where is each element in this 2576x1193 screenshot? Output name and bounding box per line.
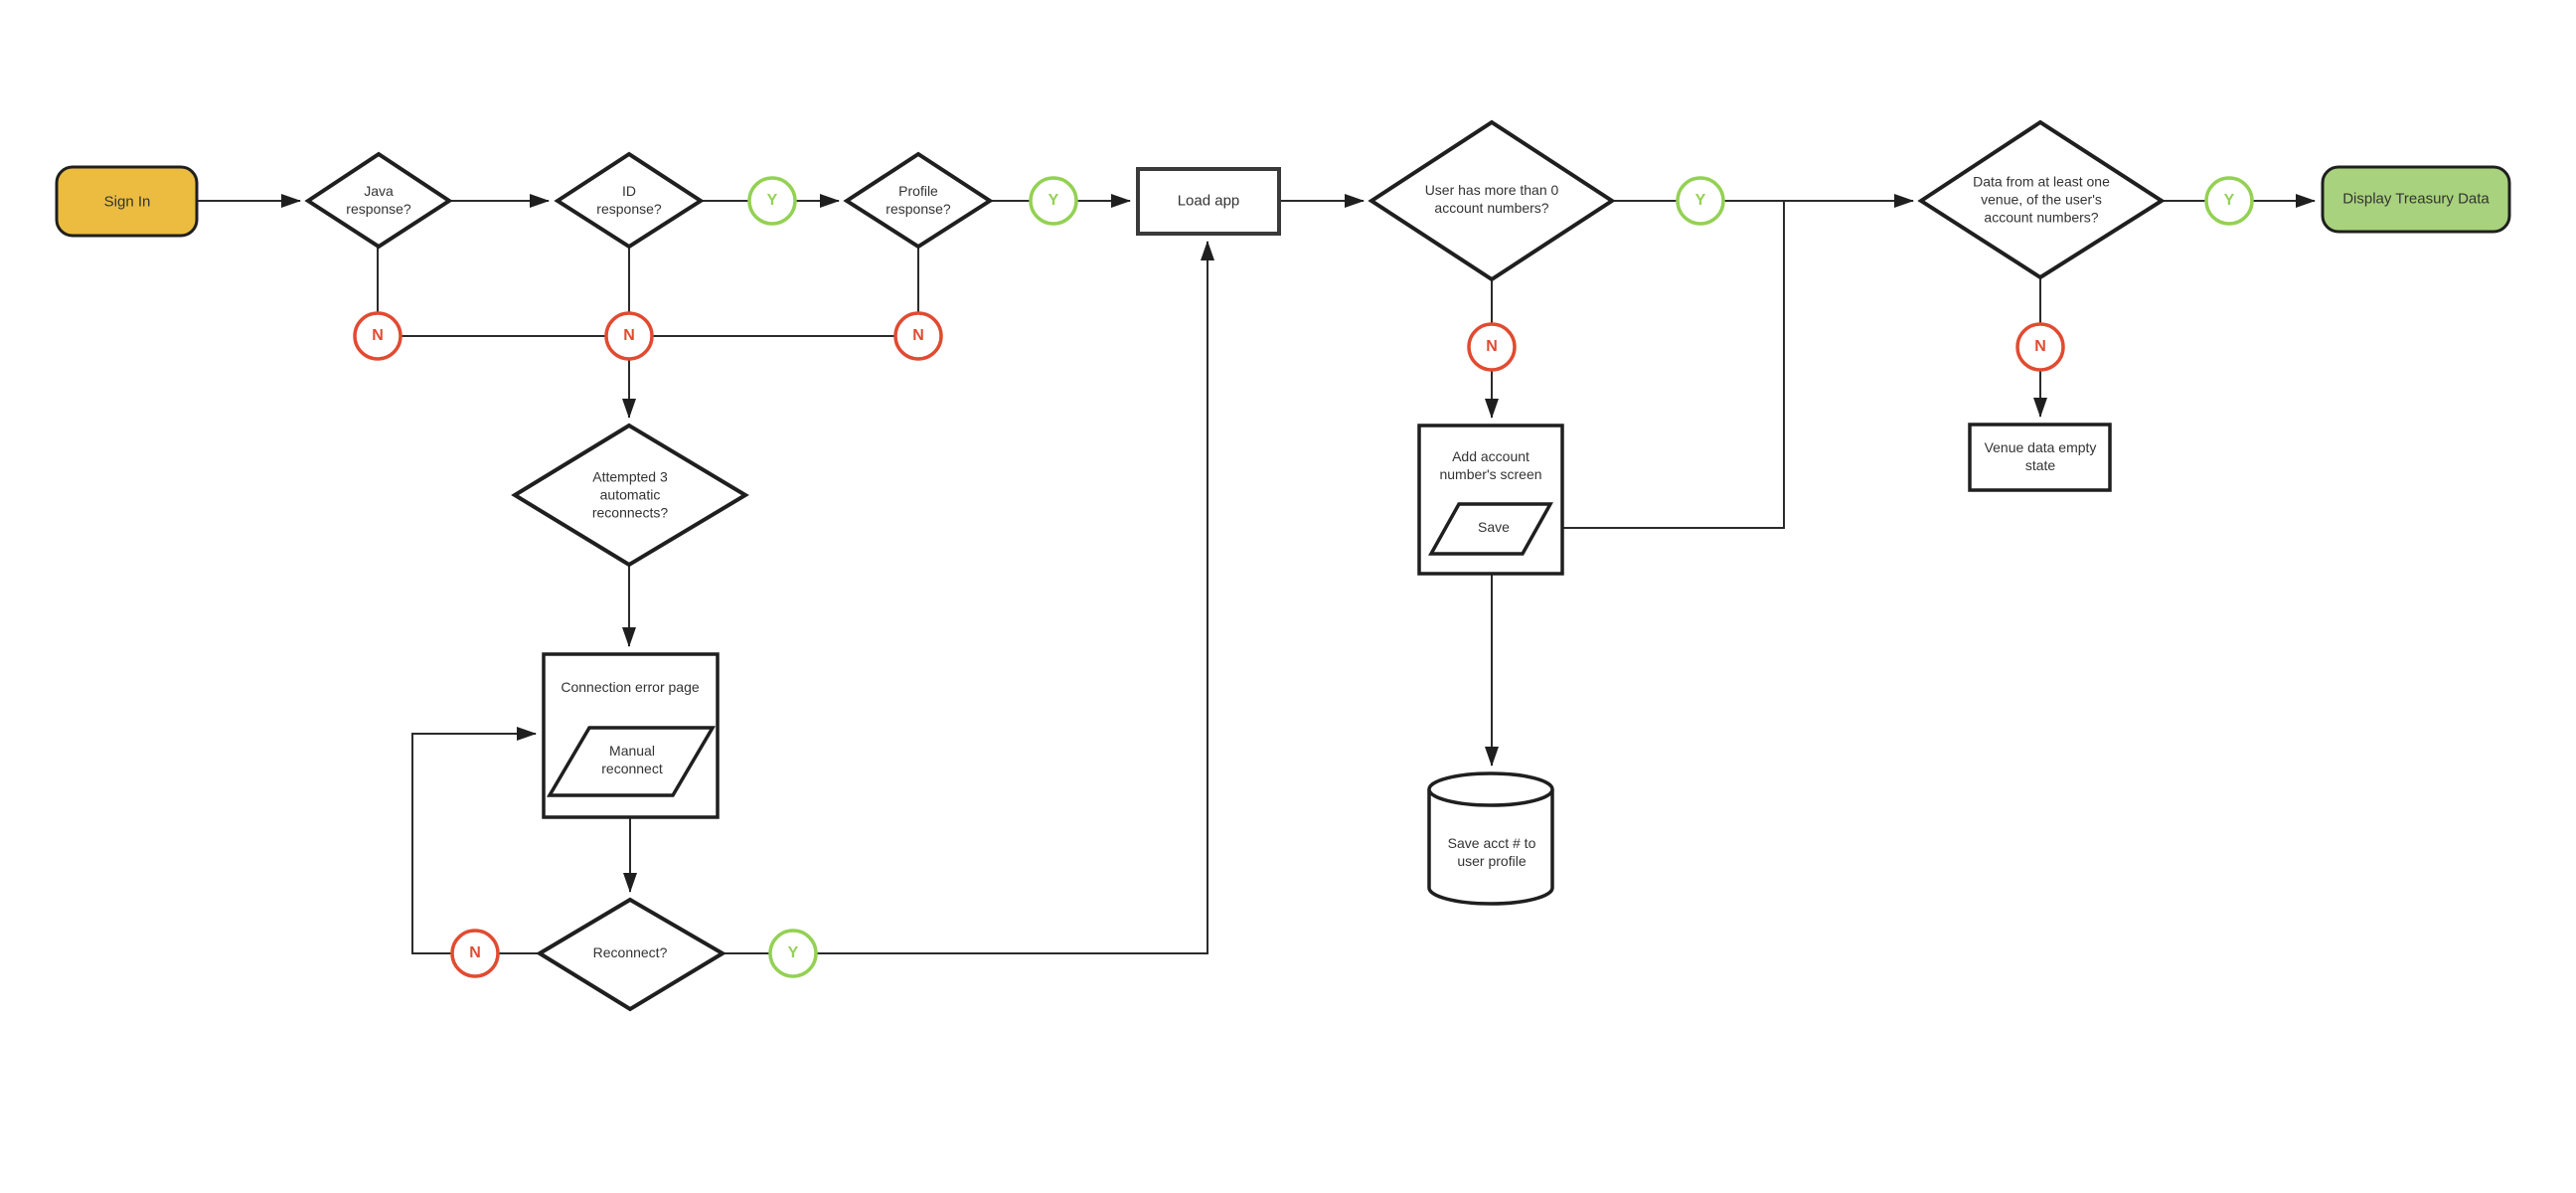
manual-reconnect-parallelogram — [546, 726, 717, 797]
no-circle — [604, 311, 654, 361]
no-circle — [893, 311, 943, 361]
no-badge: N — [623, 327, 635, 344]
id-response-label: ID response? — [596, 182, 662, 217]
yes-circle — [2204, 176, 2254, 226]
venue-empty-label: Venue data empty state — [1984, 438, 2097, 473]
profile-response-diamond — [843, 151, 994, 250]
venue-empty-node — [1968, 423, 2112, 492]
yes-circle — [1676, 176, 1725, 226]
display-treasury-node — [2321, 165, 2511, 234]
display-treasury-label: Display Treasury Data — [2342, 190, 2490, 208]
no-badge: N — [469, 944, 481, 961]
no-circle — [353, 311, 402, 361]
id-response-diamond — [554, 151, 705, 250]
data-venue-diamond — [1917, 119, 2166, 280]
no-circle — [2015, 322, 2065, 372]
edge-yes-loop-loadapp — [816, 241, 1214, 954]
add-account-label: Add account number's screen — [1439, 447, 1542, 482]
yes-badge: Y — [766, 192, 778, 209]
java-response-diamond — [304, 151, 453, 250]
java-response-label: Java response? — [346, 182, 411, 217]
reconnect-diamond — [536, 897, 726, 1012]
no-circle — [1467, 322, 1517, 372]
yes-badge: Y — [787, 944, 799, 961]
no-badge: N — [2034, 338, 2046, 355]
yes-circle — [1029, 176, 1078, 226]
sign-in-node — [55, 165, 199, 238]
connection-error-label: Connection error page — [561, 678, 700, 695]
no-badge: N — [1486, 338, 1498, 355]
no-circle — [450, 929, 500, 978]
yes-badge: Y — [1047, 192, 1059, 209]
profile-response-label: Profile response? — [886, 182, 951, 217]
save-label: Save — [1478, 518, 1510, 535]
sign-in-label: Sign In — [103, 193, 151, 211]
save-parallelogram — [1428, 502, 1553, 556]
edge-no-loop-connerror — [411, 727, 537, 954]
edge-save-flowline — [1536, 202, 1785, 529]
database-cylinder-top — [1427, 771, 1554, 807]
yes-badge: Y — [1694, 192, 1706, 209]
yes-circle — [768, 929, 818, 978]
no-badge: N — [912, 327, 924, 344]
reconnect-label: Reconnect? — [592, 943, 668, 960]
user-accounts-label: User has more than 0 account numbers? — [1424, 181, 1559, 216]
database-cylinder-body — [1427, 789, 1554, 906]
yes-badge: Y — [2223, 192, 2235, 209]
data-venue-label: Data from at least one venue, of the use… — [1973, 173, 2110, 227]
yes-circle — [747, 176, 797, 226]
load-app-node — [1136, 167, 1281, 236]
attempted-reconnects-diamond — [511, 423, 749, 568]
no-badge: N — [372, 327, 384, 344]
manual-reconnect-label: Manual reconnect — [601, 742, 663, 776]
save-acct-label: Save acct # to user profile — [1447, 834, 1536, 869]
user-accounts-diamond — [1368, 119, 1616, 282]
load-app-label: Load app — [1177, 192, 1240, 210]
attempted-reconnects-label: Attempted 3 automatic reconnects? — [591, 468, 669, 522]
